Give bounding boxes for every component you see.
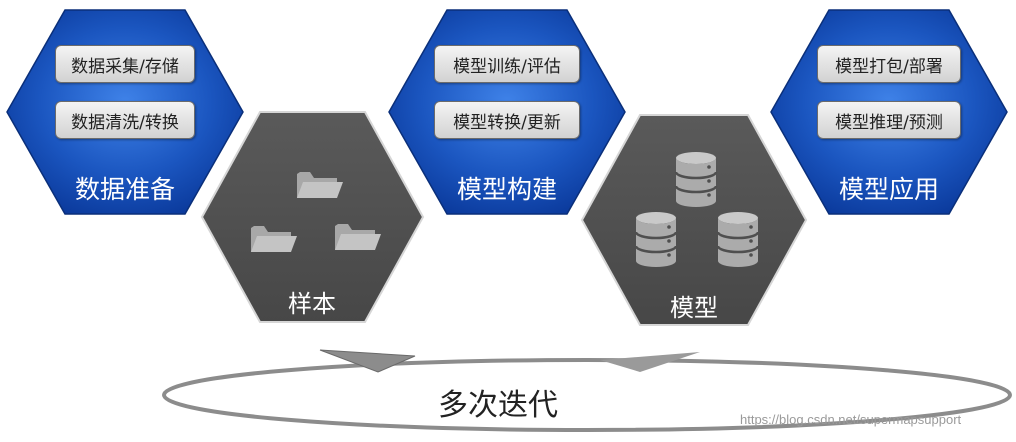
loop-label: 多次迭代 bbox=[438, 388, 558, 423]
sample-hexagon bbox=[200, 111, 425, 323]
stage-title: 模型应用 bbox=[838, 175, 939, 204]
watermark: https://blog.csdn.net/supermapsupport bbox=[740, 412, 962, 427]
database-icon bbox=[674, 152, 718, 207]
model-hexagon bbox=[580, 114, 808, 326]
artifact-label: 模型 bbox=[670, 294, 718, 322]
stage-item: 模型推理/预测 bbox=[817, 101, 961, 139]
stage-item: 数据采集/存储 bbox=[55, 45, 195, 83]
iteration-loop bbox=[162, 358, 1012, 432]
stage-item: 模型训练/评估 bbox=[434, 45, 580, 83]
database-icon bbox=[634, 212, 678, 267]
loop-arrow-left bbox=[319, 349, 416, 373]
stage-item: 模型转换/更新 bbox=[434, 101, 580, 139]
folder-icon bbox=[251, 226, 297, 252]
stage-title: 模型构建 bbox=[456, 175, 557, 204]
loop-arrow-right bbox=[600, 352, 700, 372]
artifact-label: 样本 bbox=[288, 290, 336, 318]
stage-item: 模型打包/部署 bbox=[817, 45, 961, 83]
database-icon bbox=[716, 212, 760, 267]
stage-item: 数据清洗/转换 bbox=[55, 101, 195, 139]
folder-icon bbox=[297, 172, 343, 198]
folder-icon bbox=[335, 224, 381, 250]
stage-title: 数据准备 bbox=[74, 175, 175, 204]
